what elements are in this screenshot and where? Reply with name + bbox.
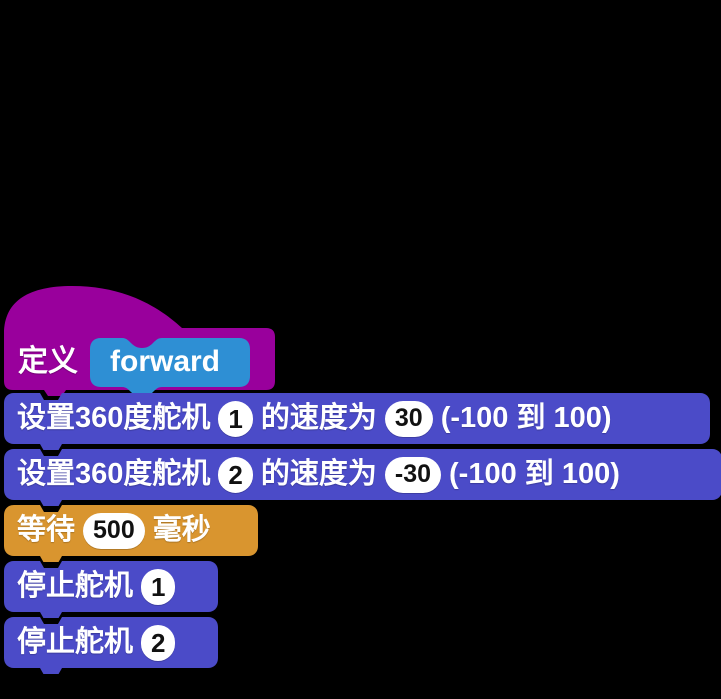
set-servo-1-middle-label: 的速度为 [260,402,377,434]
set-servo-2-prefix-label: 设置360度舵机 [17,458,211,490]
set-servo-1-range-note: (-100 到 100) [440,402,612,434]
procedure-name-label: forward [110,344,221,378]
stop-servo-2-port-field[interactable]: 2 [141,624,176,661]
set-servo-1-block-shape [4,393,710,450]
wait-prefix-label: 等待 [17,514,76,546]
procedure-name-pill[interactable]: forward [90,337,250,397]
block-wait-milliseconds[interactable]: 等待 500 毫秒 [4,505,258,562]
set-servo-1-row: 设置360度舵机 1 的速度为 30 (-100 到 100) [4,393,612,444]
set-servo-1-port-field[interactable]: 1 [218,400,253,437]
set-servo-1-speed-field[interactable]: 30 [384,400,433,437]
set-servo-2-middle-label: 的速度为 [260,458,377,490]
wait-duration-field[interactable]: 500 [83,512,145,549]
block-stop-servo-2[interactable]: 停止舵机 2 [4,617,218,674]
stop-servo-1-prefix-label: 停止舵机 [17,570,134,602]
stop-servo-2-prefix-label: 停止舵机 [17,626,134,658]
define-keyword-label: 定义 [18,344,78,378]
block-set-servo-2-speed[interactable]: 设置360度舵机 2 的速度为 -30 (-100 到 100) [4,449,721,506]
set-servo-2-range-note: (-100 到 100) [449,458,620,490]
wait-unit-label: 毫秒 [152,514,211,546]
block-set-servo-1-speed[interactable]: 设置360度舵机 1 的速度为 30 (-100 到 100) [4,393,710,450]
set-servo-2-row: 设置360度舵机 2 的速度为 -30 (-100 到 100) [4,449,620,500]
set-servo-2-block-shape [4,449,721,506]
stop-servo-2-row: 停止舵机 2 [4,617,183,668]
set-servo-2-port-field[interactable]: 2 [218,456,253,493]
define-hat-content: 定义 forward [4,333,275,397]
block-stop-servo-1[interactable]: 停止舵机 1 [4,561,218,618]
define-hat-block[interactable]: 定义 forward [4,286,275,397]
wait-block-row: 等待 500 毫秒 [4,505,211,556]
block-stack: 设置360度舵机 1 的速度为 30 (-100 到 100) 设置360度舵机… [4,393,721,674]
procedure-pill-shape [90,337,250,397]
stop-servo-1-row: 停止舵机 1 [4,561,183,612]
script-stack-forward[interactable]: 定义 forward 设置360度舵机 1 的速度为 [4,286,721,674]
set-servo-1-prefix-label: 设置360度舵机 [17,402,211,434]
stop-servo-1-port-field[interactable]: 1 [141,568,176,605]
set-servo-2-speed-field[interactable]: -30 [384,456,442,493]
